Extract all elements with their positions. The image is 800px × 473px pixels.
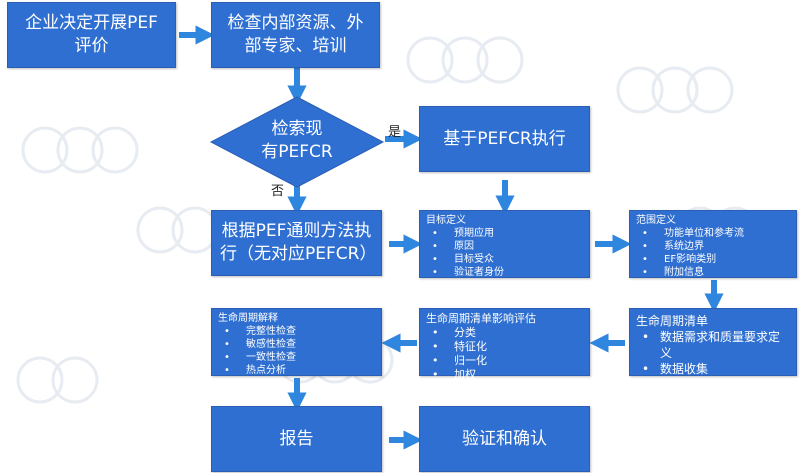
- list-item: 加权: [426, 368, 583, 382]
- list-item: 系统边界: [636, 240, 790, 253]
- yes-label: 是: [388, 125, 402, 140]
- decision-line-2: 有PEFCR: [261, 142, 333, 162]
- verify-box: 验证和确认: [419, 406, 590, 472]
- list-item: 数据需求和质量要求定义: [636, 329, 790, 361]
- list-item: 完整性检查: [218, 325, 375, 338]
- list-item: 预期应用: [426, 227, 583, 240]
- goal-definition-title: 目标定义: [426, 215, 466, 226]
- scope-definition-box: 范围定义 功能单位和参考流 系统边界 EF影响类别 附加信息: [629, 210, 797, 279]
- interpretation-list: 完整性检查 敏感性检查 一致性检查 热点分析: [218, 325, 375, 377]
- list-item: 特征化: [426, 340, 583, 354]
- list-item: 分类: [426, 326, 583, 340]
- list-item: 原因: [426, 240, 583, 253]
- list-item: 验证者身份: [426, 266, 583, 279]
- start-box-text: 企业决定开展PEF评价: [25, 13, 158, 56]
- follow-pefcr-box: 基于PEFCR执行: [419, 106, 590, 172]
- report-text: 报告: [279, 428, 314, 449]
- no-label: 否: [271, 184, 285, 199]
- general-method-box: 根据PEF通则方法执行（无对应PEFCR）: [211, 210, 382, 276]
- inventory-title: 生命周期清单: [636, 314, 709, 328]
- decision-line-1: 检索现: [271, 119, 323, 139]
- follow-pefcr-text: 基于PEFCR执行: [443, 128, 566, 149]
- decision-diamond: [209, 96, 385, 188]
- interpretation-box: 生命周期解释 完整性检查 敏感性检查 一致性检查 热点分析: [211, 308, 382, 377]
- impact-assessment-list: 分类 特征化 归一化 加权: [426, 326, 583, 382]
- list-item: 附加信息: [636, 266, 790, 279]
- verify-text: 验证和确认: [462, 428, 547, 449]
- impact-assessment-title: 生命周期清单影响评估: [426, 312, 536, 325]
- start-box: 企业决定开展PEF评价: [7, 2, 176, 68]
- list-item: 一致性检查: [218, 351, 375, 364]
- list-item: 数据收集: [636, 361, 790, 377]
- inventory-box: 生命周期清单 数据需求和质量要求定义 数据收集: [629, 308, 797, 377]
- list-item: 目标受众: [426, 253, 583, 266]
- check-resources-box: 检查内部资源、外部专家、培训: [211, 2, 380, 68]
- list-item: EF影响类别: [636, 253, 790, 266]
- list-item: 功能单位和参考流: [636, 227, 790, 240]
- interpretation-title: 生命周期解释: [218, 313, 278, 324]
- list-item: 热点分析: [218, 364, 375, 377]
- inventory-list: 数据需求和质量要求定义 数据收集: [636, 329, 790, 377]
- decision-text: 检索现 有PEFCR: [231, 118, 363, 164]
- goal-definition-list: 预期应用 原因 目标受众 验证者身份: [426, 227, 583, 279]
- list-item: 敏感性检查: [218, 338, 375, 351]
- scope-definition-title: 范围定义: [636, 215, 676, 226]
- report-box: 报告: [211, 406, 382, 472]
- impact-assessment-box: 生命周期清单影响评估 分类 特征化 归一化 加权: [419, 308, 590, 382]
- general-method-text: 根据PEF通则方法执行（无对应PEFCR）: [220, 221, 377, 264]
- check-resources-text: 检查内部资源、外部专家、培训: [227, 13, 364, 56]
- goal-definition-box: 目标定义 预期应用 原因 目标受众 验证者身份: [419, 210, 590, 279]
- list-item: 归一化: [426, 354, 583, 368]
- scope-definition-list: 功能单位和参考流 系统边界 EF影响类别 附加信息: [636, 227, 790, 279]
